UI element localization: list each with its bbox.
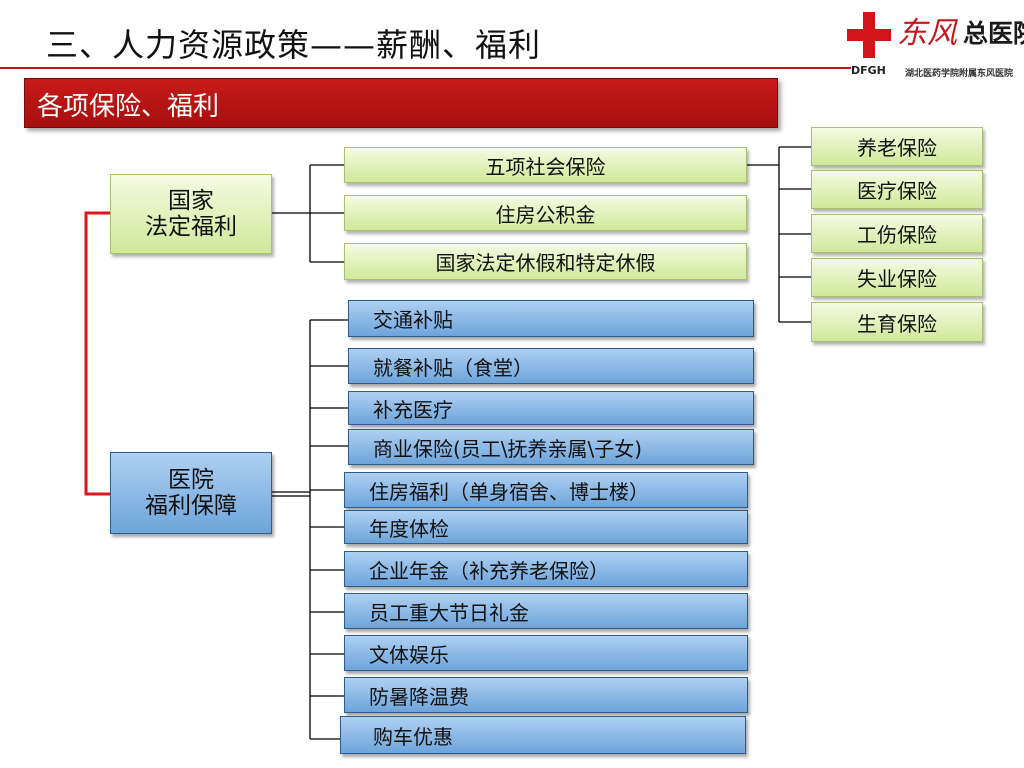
hospital-welfare-item: 商业保险(员工\抚养亲属\子女) — [348, 429, 754, 465]
logo-abbreviation: DFGH — [851, 64, 886, 77]
statutory-item: 住房公积金 — [344, 195, 747, 231]
hospital-connectors — [272, 319, 348, 740]
hospital-welfare-item: 防暑降温费 — [344, 677, 748, 713]
section-banner: 各项保险、福利 — [24, 78, 778, 128]
hospital-logo: 东风 总医院 DFGH 湖北医药学院附属东风医院 — [847, 4, 1024, 80]
hospital-welfare-item: 年度体检 — [344, 510, 748, 544]
insurance-item: 生育保险 — [811, 302, 983, 342]
hospital-welfare-item: 补充医疗 — [348, 391, 754, 425]
page-title: 三、人力资源政策——薪酬、福利 — [46, 26, 542, 64]
hospital-welfare-item: 企业年金（补充养老保险） — [344, 551, 748, 587]
hospital-welfare-item: 就餐补贴（食堂） — [348, 348, 754, 384]
hospital-welfare-item: 住房福利（单身宿舍、博士楼） — [344, 472, 748, 508]
root-hospital-line1: 医院 — [168, 467, 214, 493]
root-hospital-benefits: 医院 福利保障 — [110, 452, 272, 534]
hospital-welfare-item: 交通补贴 — [348, 300, 754, 337]
root-bracket-line — [84, 211, 110, 496]
section-banner-label: 各项保险、福利 — [37, 92, 220, 122]
hospital-welfare-item: 购车优惠 — [340, 716, 746, 754]
header-divider — [0, 67, 851, 69]
insurance-item: 工伤保险 — [811, 214, 983, 253]
statutory-item: 国家法定休假和特定休假 — [344, 243, 747, 280]
hospital-welfare-item: 文体娱乐 — [344, 635, 748, 671]
logo-hospital-name: 总医院 — [963, 19, 1024, 48]
root-statutory-benefits: 国家 法定福利 — [110, 174, 272, 254]
red-cross-icon — [847, 12, 891, 58]
root-statutory-line1: 国家 — [168, 188, 214, 214]
insurance-item: 医疗保险 — [811, 170, 983, 209]
statutory-connectors — [272, 146, 811, 323]
hospital-welfare-item: 员工重大节日礼金 — [344, 593, 748, 629]
statutory-item: 五项社会保险 — [344, 147, 747, 183]
root-statutory-line2: 法定福利 — [145, 214, 237, 240]
logo-cursive-text: 东风 — [897, 16, 957, 51]
root-hospital-line2: 福利保障 — [145, 493, 237, 519]
insurance-item: 养老保险 — [811, 127, 983, 166]
logo-subtitle: 湖北医药学院附属东风医院 — [905, 69, 1014, 79]
insurance-item: 失业保险 — [811, 258, 983, 297]
